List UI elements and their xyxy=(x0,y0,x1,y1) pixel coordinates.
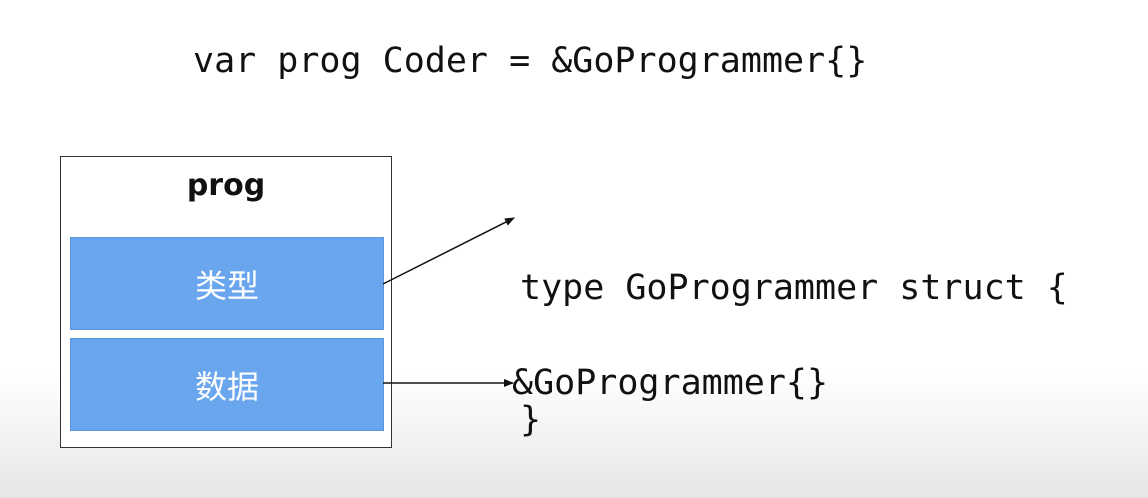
type-slot-label: 类型 xyxy=(194,266,259,305)
struct-definition-line-1: type GoProgrammer struct { xyxy=(520,268,1068,308)
struct-definition: type GoProgrammer struct { } xyxy=(520,178,1068,486)
value-label: &GoProgrammer{} xyxy=(512,363,829,403)
data-slot-label: 数据 xyxy=(194,367,259,406)
interface-box: prog 类型 数据 xyxy=(60,156,392,448)
struct-definition-line-2: } xyxy=(520,400,542,440)
data-slot: 数据 xyxy=(70,338,384,431)
declaration-code: var prog Coder = &GoProgrammer{} xyxy=(193,41,868,81)
type-arrow xyxy=(382,217,515,285)
variable-name-label: prog xyxy=(186,168,266,203)
type-slot: 类型 xyxy=(70,237,384,330)
